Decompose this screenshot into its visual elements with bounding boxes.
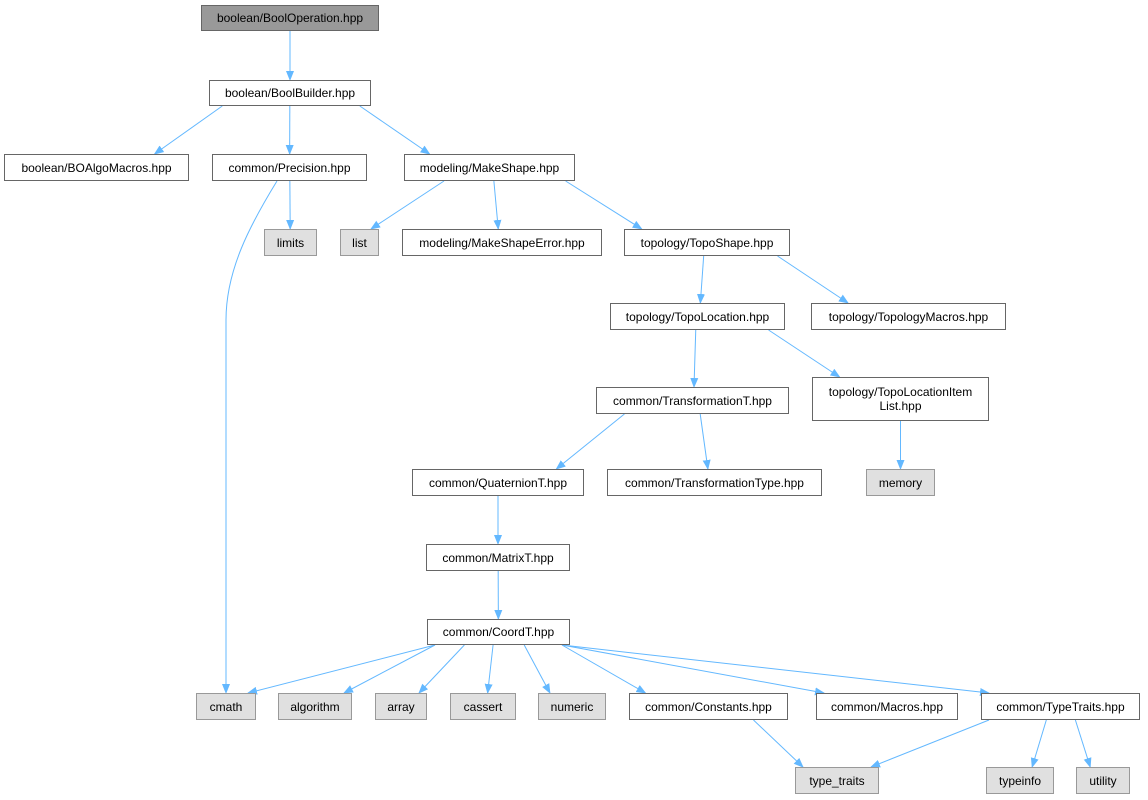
node-cmath[interactable]: cmath	[196, 693, 256, 720]
node-matrix-t[interactable]: common/MatrixT.hpp	[426, 544, 570, 571]
edge-type-traits-to-utility	[1074, 719, 1092, 768]
edge-make-shape-to-topo-shape	[565, 180, 643, 230]
edge-coord-t-to-algorithm	[343, 644, 436, 694]
edge-constants-to-type-traits	[753, 719, 804, 768]
edge-coord-t-to-cassert	[484, 644, 494, 694]
node-algorithm[interactable]: algorithm	[278, 693, 352, 720]
edge-topo-shape-to-topology-macros	[777, 255, 849, 304]
edge-type-traits-to-typeinfo	[1030, 719, 1047, 768]
node-bool-builder[interactable]: boolean/BoolBuilder.hpp	[209, 80, 371, 106]
edge-topo-location-to-topo-location-item-list	[768, 329, 841, 378]
node-boalgo-macros[interactable]: boolean/BOAlgoMacros.hpp	[4, 154, 189, 181]
node-typeinfo[interactable]: typeinfo	[986, 767, 1054, 794]
edge-type-traits-to-type-traits	[870, 719, 990, 768]
node-constants[interactable]: common/Constants.hpp	[629, 693, 788, 720]
node-topo-location-item-list[interactable]: topology/TopoLocationItem List.hpp	[812, 377, 989, 421]
node-type-traits[interactable]: common/TypeTraits.hpp	[981, 693, 1140, 720]
edge-precision-to-cmath	[222, 180, 278, 694]
node-precision[interactable]: common/Precision.hpp	[212, 154, 367, 181]
edge-coord-t-to-constants	[561, 644, 647, 694]
node-numeric[interactable]: numeric	[538, 693, 606, 720]
node-topo-location[interactable]: topology/TopoLocation.hpp	[610, 303, 785, 330]
edge-coord-t-to-type-traits	[561, 644, 990, 696]
edge-coord-t-to-numeric	[523, 644, 551, 694]
node-topo-shape[interactable]: topology/TopoShape.hpp	[624, 229, 790, 256]
edge-make-shape-to-make-shape-error	[493, 180, 502, 230]
node-transformation-type[interactable]: common/TransformationType.hpp	[607, 469, 822, 496]
edge-coord-t-to-macros	[561, 644, 825, 696]
node-coord-t[interactable]: common/CoordT.hpp	[427, 619, 570, 645]
node-make-shape[interactable]: modeling/MakeShape.hpp	[404, 154, 575, 181]
node-list[interactable]: list	[340, 229, 379, 256]
edge-make-shape-to-list	[370, 180, 445, 230]
node-limits[interactable]: limits	[264, 229, 317, 256]
node-quaternion-t[interactable]: common/QuaternionT.hpp	[412, 469, 584, 496]
node-transformation-t[interactable]: common/TransformationT.hpp	[596, 387, 789, 414]
edge-bool-builder-to-boalgo-macros	[153, 105, 223, 155]
edge-topo-location-to-transformation-t	[690, 329, 699, 388]
node-type-traits[interactable]: type_traits	[795, 767, 879, 794]
edge-topo-shape-to-topo-location	[696, 255, 705, 304]
edge-transformation-t-to-quaternion-t	[555, 413, 625, 470]
edge-coord-t-to-array	[418, 644, 465, 694]
edge-coord-t-to-cmath	[247, 644, 436, 695]
node-topology-macros[interactable]: topology/TopologyMacros.hpp	[811, 303, 1006, 330]
edge-bool-builder-to-make-shape	[359, 105, 431, 155]
node-utility[interactable]: utility	[1076, 767, 1130, 794]
edge-transformation-t-to-transformation-type	[699, 413, 711, 470]
node-memory[interactable]: memory	[866, 469, 935, 496]
node-make-shape-error[interactable]: modeling/MakeShapeError.hpp	[402, 229, 602, 256]
node-cassert[interactable]: cassert	[450, 693, 516, 720]
node-bool-operation[interactable]: boolean/BoolOperation.hpp	[201, 5, 379, 31]
node-macros[interactable]: common/Macros.hpp	[816, 693, 958, 720]
node-array[interactable]: array	[375, 693, 427, 720]
